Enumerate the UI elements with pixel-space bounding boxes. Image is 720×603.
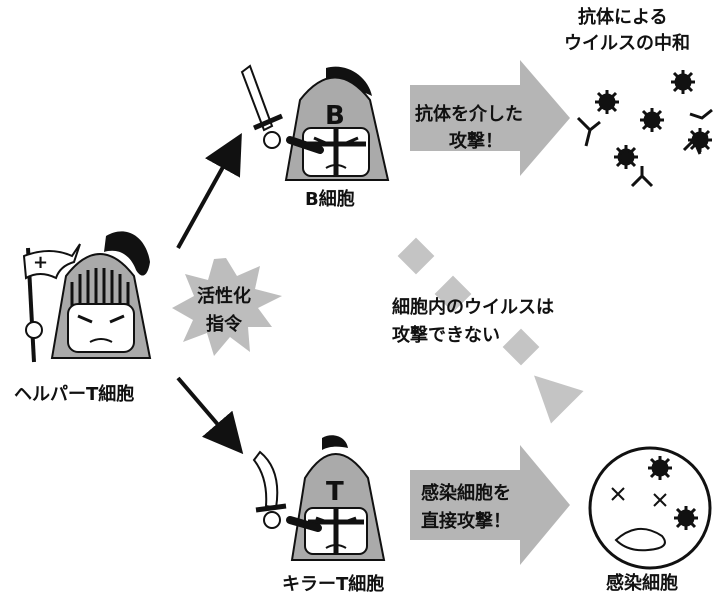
neutralization-line1: 抗体による	[578, 7, 668, 28]
virus-icon	[595, 70, 712, 169]
b-cell-label: B細胞	[305, 189, 355, 210]
infected-cell	[588, 446, 712, 570]
arrow-to-b-cell	[176, 133, 242, 249]
neutralization-line2: ウイルスの中和	[564, 33, 690, 54]
t-letter: T	[326, 477, 344, 507]
infected-cell-label: 感染細胞	[606, 573, 678, 594]
activation-line2: 指令	[206, 314, 242, 335]
antibody-attack-line1: 抗体を介した	[415, 104, 523, 125]
arrow-to-killer-t-cell	[176, 376, 244, 455]
cannot-attack-dashed-arrow	[397, 237, 584, 424]
activation-burst	[172, 258, 282, 356]
flag-icon	[22, 243, 81, 363]
antibody-icon	[576, 108, 713, 188]
b-letter: B	[325, 101, 345, 131]
direct-attack-arrow	[410, 445, 570, 565]
b-cell-figure	[284, 66, 390, 181]
flag-symbol: +	[33, 252, 49, 273]
helper-t-cell-label: ヘルパーT細胞	[14, 384, 135, 405]
cannot-attack-line1: 細胞内のウイルスは	[392, 297, 554, 318]
curved-sword-icon	[252, 450, 287, 529]
activation-line1: 活性化	[197, 286, 251, 307]
killer-t-cell-figure	[286, 435, 386, 561]
direct-attack-line2: 直接攻撃！	[421, 511, 511, 532]
cannot-attack-line2: 攻撃できない	[392, 325, 500, 346]
killer-t-cell-label: キラーT細胞	[282, 574, 385, 595]
sword-icon	[240, 64, 283, 149]
antibody-attack-line2: 攻撃！	[449, 131, 503, 152]
direct-attack-line1: 感染細胞を	[421, 483, 511, 504]
helper-t-cell-figure	[50, 231, 152, 359]
antibody-attack-arrow	[410, 60, 570, 176]
